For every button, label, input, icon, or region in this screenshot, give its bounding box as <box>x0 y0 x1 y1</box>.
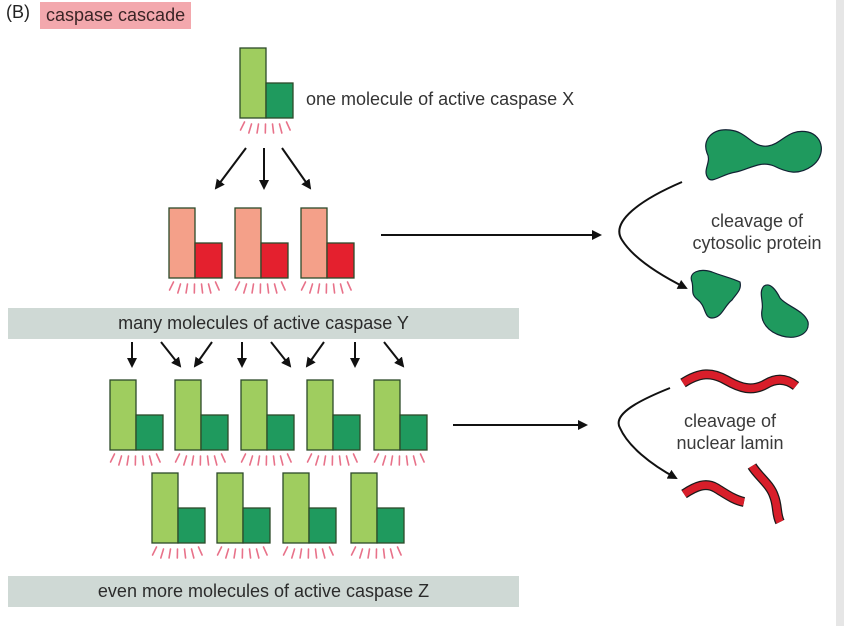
caspase-prodomain-block <box>234 207 262 279</box>
caspase-prodomain-block <box>174 379 202 451</box>
arrow-y-to-z <box>193 341 213 368</box>
caspase-catalytic-block <box>135 414 164 451</box>
caspase-z-molecule <box>174 379 229 466</box>
cleaved-protein-fragment-left <box>690 269 741 319</box>
caspase-prodomain-block <box>282 472 310 544</box>
activity-ticks <box>240 453 292 466</box>
intact-nuclear-lamin <box>680 369 800 394</box>
caspase-catalytic-block <box>177 507 206 544</box>
lamin-fragment-right <box>747 463 785 525</box>
caspase-z-molecule <box>240 379 295 466</box>
activity-ticks <box>174 453 226 466</box>
activity-ticks <box>151 546 203 559</box>
caspase-prodomain-block <box>151 472 179 544</box>
figure-title: caspase cascade <box>40 2 192 29</box>
caspase-y-molecule <box>300 207 355 294</box>
caspase-catalytic-block <box>242 507 271 544</box>
activity-ticks <box>350 546 402 559</box>
lamin-label-line2: nuclear lamin <box>676 433 784 453</box>
intact-cytosolic-protein <box>705 129 822 181</box>
caspase-prodomain-block <box>300 207 328 279</box>
caspase-prodomain-block <box>168 207 196 279</box>
caspase-y-band: many molecules of active caspase Y <box>8 308 519 339</box>
caspase-z-molecule <box>216 472 271 559</box>
caspase-catalytic-block <box>266 414 295 451</box>
activity-ticks <box>300 281 352 294</box>
caspase-catalytic-block <box>376 507 405 544</box>
caspase-y-caption: many molecules of active caspase Y <box>118 313 409 333</box>
lamin-label-line1: cleavage of <box>683 411 777 431</box>
caspase-z-molecule <box>282 472 337 559</box>
right-edge-border <box>836 0 844 626</box>
caspase-catalytic-block <box>308 507 337 544</box>
activity-ticks <box>216 546 268 559</box>
caspase-catalytic-block <box>200 414 229 451</box>
caspase-z-caption: even more molecules of active caspase Z <box>97 581 430 601</box>
caspase-y-molecule <box>234 207 289 294</box>
activity-ticks <box>168 281 220 294</box>
caspase-catalytic-block <box>265 82 294 119</box>
caspase-prodomain-block <box>350 472 378 544</box>
caspase-prodomain-block <box>240 379 268 451</box>
activity-ticks <box>234 281 286 294</box>
caspase-x-caption: one molecule of active caspase X <box>306 89 575 109</box>
caspase-catalytic-block <box>194 242 223 279</box>
caspase-z-band: even more molecules of active caspase Z <box>8 576 519 607</box>
caspase-x-molecule <box>239 47 294 134</box>
lamin-cleavage-label: cleavage of nuclear lamin <box>660 410 800 454</box>
cytosolic-label-line2: cytosolic protein <box>692 233 822 253</box>
arrow-y-to-z <box>270 341 292 368</box>
cleaved-protein-fragment-right <box>760 284 809 338</box>
activity-ticks <box>109 453 161 466</box>
cytosolic-label-line1: cleavage of <box>710 211 804 231</box>
arrow-y-to-z <box>160 341 182 368</box>
activity-ticks <box>282 546 334 559</box>
caspase-z-molecule <box>373 379 428 466</box>
caspase-prodomain-block <box>239 47 267 119</box>
caspase-prodomain-block <box>373 379 401 451</box>
caspase-z-molecule <box>151 472 206 559</box>
cytosolic-cleavage-label: cleavage of cytosolic protein <box>672 210 842 254</box>
caspase-prodomain-block <box>306 379 334 451</box>
caspase-prodomain-block <box>216 472 244 544</box>
caspase-catalytic-block <box>326 242 355 279</box>
activity-ticks <box>373 453 425 466</box>
caspase-catalytic-block <box>332 414 361 451</box>
panel-label: (B) <box>6 2 30 22</box>
caspase-z-molecule <box>350 472 405 559</box>
arrow-y-to-z <box>383 341 405 368</box>
caspase-y-molecule <box>168 207 223 294</box>
arrow-x-to-y <box>281 147 312 190</box>
activity-ticks <box>306 453 358 466</box>
caspase-z-molecule <box>306 379 361 466</box>
arrow-y-to-z <box>305 341 325 368</box>
caspase-prodomain-block <box>109 379 137 451</box>
caspase-catalytic-block <box>260 242 289 279</box>
lamin-fragment-left <box>681 480 746 507</box>
activity-ticks <box>239 121 291 134</box>
arrow-x-to-y <box>214 147 247 190</box>
caspase-catalytic-block <box>399 414 428 451</box>
caspase-z-molecule <box>109 379 164 466</box>
